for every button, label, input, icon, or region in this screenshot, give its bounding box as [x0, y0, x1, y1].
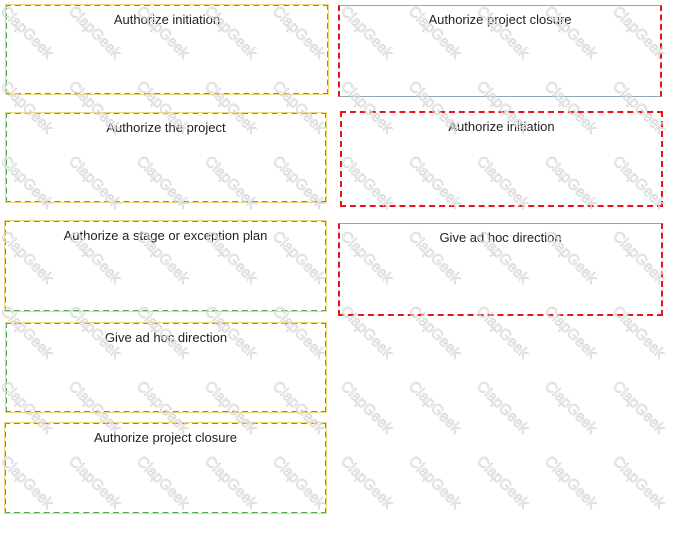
watermark-text: ClapGeek	[473, 378, 533, 438]
source-item-authorize-project-closure[interactable]: Authorize project closure	[4, 422, 327, 514]
watermark-text: ClapGeek	[473, 453, 533, 513]
watermark-text: ClapGeek	[609, 378, 669, 438]
source-item-authorize-stage[interactable]: Authorize a stage or exception plan	[4, 220, 327, 312]
target-item-authorize-initiation[interactable]: Authorize initiation	[340, 111, 663, 207]
watermark-text: ClapGeek	[541, 453, 601, 513]
source-item-authorize-initiation[interactable]: Authorize initiation	[5, 4, 329, 95]
item-label: Give ad hoc direction	[104, 330, 228, 345]
watermark-text: ClapGeek	[405, 453, 465, 513]
item-label: Authorize the project	[106, 120, 226, 135]
item-label: Authorize initiation	[113, 12, 221, 27]
item-label: Authorize project closure	[93, 430, 238, 445]
source-item-authorize-the-project[interactable]: Authorize the project	[5, 112, 327, 203]
target-item-authorize-project-closure[interactable]: Authorize project closure	[338, 5, 662, 97]
item-label: Authorize project closure	[428, 12, 572, 27]
watermark-text: ClapGeek	[405, 378, 465, 438]
item-label: Authorize a stage or exception plan	[63, 228, 268, 243]
watermark-text: ClapGeek	[337, 378, 397, 438]
watermark-text: ClapGeek	[337, 453, 397, 513]
source-item-give-ad-hoc-direction[interactable]: Give ad hoc direction	[5, 322, 327, 413]
item-label: Give ad hoc direction	[439, 230, 562, 245]
watermark-text: ClapGeek	[541, 378, 601, 438]
item-label: Authorize initiation	[448, 119, 555, 134]
watermark-text: ClapGeek	[609, 453, 669, 513]
target-item-give-ad-hoc-direction[interactable]: Give ad hoc direction	[338, 223, 663, 316]
